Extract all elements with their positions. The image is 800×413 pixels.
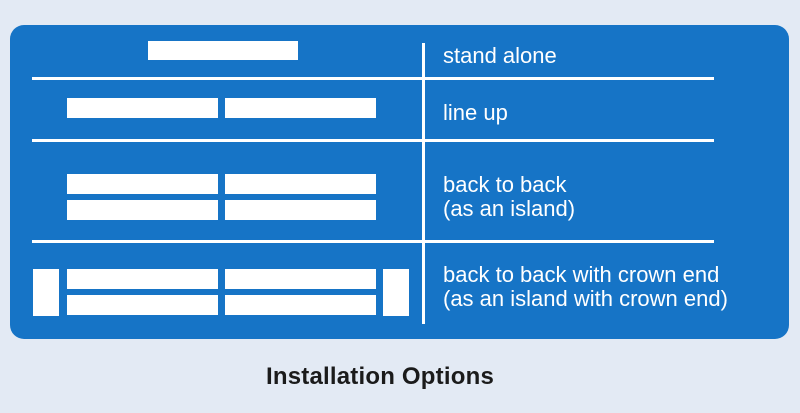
option-label-back-to-back: back to back (as an island): [443, 173, 575, 221]
column-divider: [422, 43, 425, 324]
back-to-back-unit-icon: [225, 174, 376, 194]
back-to-back-unit-icon: [67, 200, 218, 220]
row-divider: [32, 240, 714, 243]
option-label-line: line up: [443, 100, 508, 125]
crown-end-island-unit-icon: [225, 269, 376, 289]
back-to-back-unit-icon: [67, 174, 218, 194]
option-label-line: back to back with crown end: [443, 262, 720, 287]
row-divider: [32, 139, 714, 142]
line-up-unit-left-icon: [67, 98, 218, 118]
option-label-back-to-back-crown-end: back to back with crown end (as an islan…: [443, 263, 728, 311]
option-label-stand-alone: stand alone: [443, 44, 557, 68]
back-to-back-unit-icon: [225, 200, 376, 220]
stand-alone-unit-icon: [148, 41, 298, 60]
option-label-line: back to back: [443, 172, 567, 197]
crown-end-left-icon: [33, 269, 59, 316]
option-label-line: stand alone: [443, 43, 557, 68]
crown-end-island-unit-icon: [67, 295, 218, 315]
row-divider: [32, 77, 714, 80]
option-label-line: (as an island): [443, 196, 576, 221]
caption-title: Installation Options: [265, 363, 494, 390]
option-label-line: (as an island with crown end): [443, 286, 728, 311]
option-label-line-up: line up: [443, 101, 508, 125]
line-up-unit-right-icon: [225, 98, 376, 118]
crown-end-island-unit-icon: [225, 295, 376, 315]
crown-end-island-unit-icon: [67, 269, 218, 289]
crown-end-right-icon: [383, 269, 409, 316]
